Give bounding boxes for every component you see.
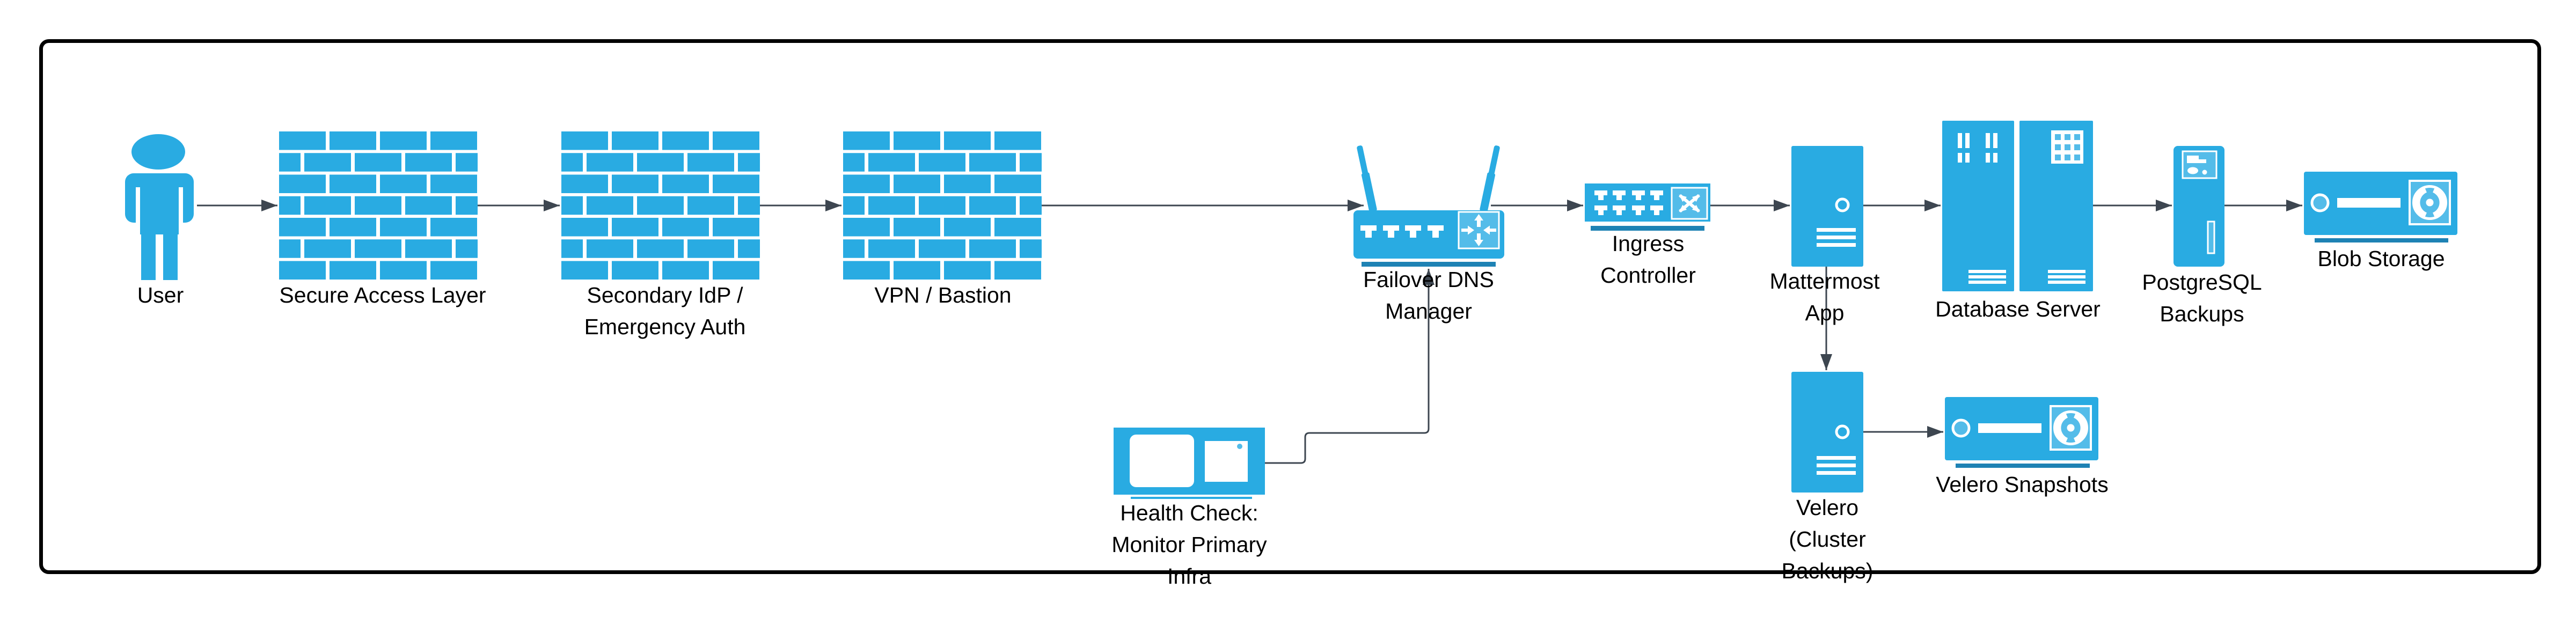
node-velero-snapshots-label: Velero Snapshots (1834, 469, 2210, 501)
label-line: Database Server (1935, 297, 2101, 321)
node-velero (1791, 372, 1863, 493)
node-velero-snapshots (1945, 397, 2098, 468)
node-database-server (1942, 121, 2093, 291)
node-blob-storage-label: Blob Storage (2193, 243, 2569, 275)
diagram-border (39, 39, 2541, 574)
storage-accent-bar (2315, 238, 2448, 242)
label-line: VPN / Bastion (874, 283, 1012, 307)
storage-device-icon (1945, 397, 2098, 468)
node-secure-access-layer (279, 131, 478, 280)
node-blob-storage (2304, 172, 2457, 242)
node-database-label: Database Server (1830, 293, 2206, 325)
switch-accent-bar (1591, 226, 1704, 231)
node-secondary-idp-label: Secondary IdP / Emergency Auth (477, 280, 853, 343)
server-tower-icon (1791, 372, 1863, 493)
label-line: Emergency Auth (584, 314, 746, 339)
firewall-icon (843, 131, 1042, 280)
node-health-check-label: Health Check: Monitor Primary Infra (1001, 497, 1377, 592)
label-line: Controller (1600, 263, 1696, 288)
dual-monitor-icon (1114, 428, 1265, 499)
label-line: Ingress (1612, 231, 1685, 256)
label-line: Manager (1385, 299, 1472, 324)
node-vpn-bastion (843, 131, 1042, 280)
router-accent-bar (1362, 262, 1496, 267)
storage-device-icon (2304, 172, 2457, 242)
label-line: Secure Access Layer (279, 283, 486, 307)
node-mattermost-label: Mattermost App (1637, 266, 2012, 329)
label-line: User (137, 283, 184, 307)
wireless-router-icon (1353, 145, 1504, 267)
node-secondary-idp (561, 131, 760, 280)
node-pg-backups-label: PostgreSQL Backups (2014, 267, 2390, 330)
node-secure-access-label: Secure Access Layer (195, 280, 570, 311)
label-line: Failover DNS (1363, 267, 1494, 292)
node-failover-dns (1347, 142, 1508, 268)
label-line: Backups) (1781, 558, 1874, 583)
user-icon (125, 134, 194, 280)
label-line: Backups (2160, 302, 2244, 326)
node-health-check (1114, 428, 1265, 499)
label-line: Mattermost (1769, 269, 1880, 293)
node-ingress-label: Ingress Controller (1460, 228, 1836, 291)
label-line: Health Check: (1120, 501, 1258, 525)
label-line: Velero (1796, 495, 1859, 520)
label-line: Monitor Primary (1111, 532, 1267, 557)
node-mattermost-app (1791, 146, 1863, 267)
node-pg-backups (2174, 146, 2224, 267)
firewall-icon (279, 131, 478, 280)
node-ingress-controller (1583, 182, 1712, 232)
node-velero-label: Velero (Cluster Backups) (1640, 492, 2015, 587)
label-line: App (1805, 300, 1845, 325)
label-line: Velero Snapshots (1936, 472, 2109, 497)
node-failover-dns-label: Failover DNS Manager (1241, 264, 1616, 327)
storage-accent-bar (1956, 464, 2090, 468)
node-user-label: User (0, 280, 348, 311)
backup-server-icon (2174, 146, 2224, 267)
label-line: Infra (1167, 564, 1212, 589)
label-line: Blob Storage (2317, 246, 2445, 271)
label-line: (Cluster (1789, 527, 1866, 552)
switch-icon (1585, 183, 1710, 231)
label-line: Secondary IdP / (587, 283, 743, 307)
rack-servers-icon (1942, 121, 2093, 291)
connector-health-failover-dns (1265, 269, 1435, 464)
monitor-accent-bar (1131, 497, 1252, 499)
server-tower-icon (1791, 146, 1863, 267)
label-line: PostgreSQL (2142, 270, 2262, 295)
firewall-icon (561, 131, 760, 280)
node-vpn-bastion-label: VPN / Bastion (755, 280, 1131, 311)
node-user (121, 131, 198, 282)
